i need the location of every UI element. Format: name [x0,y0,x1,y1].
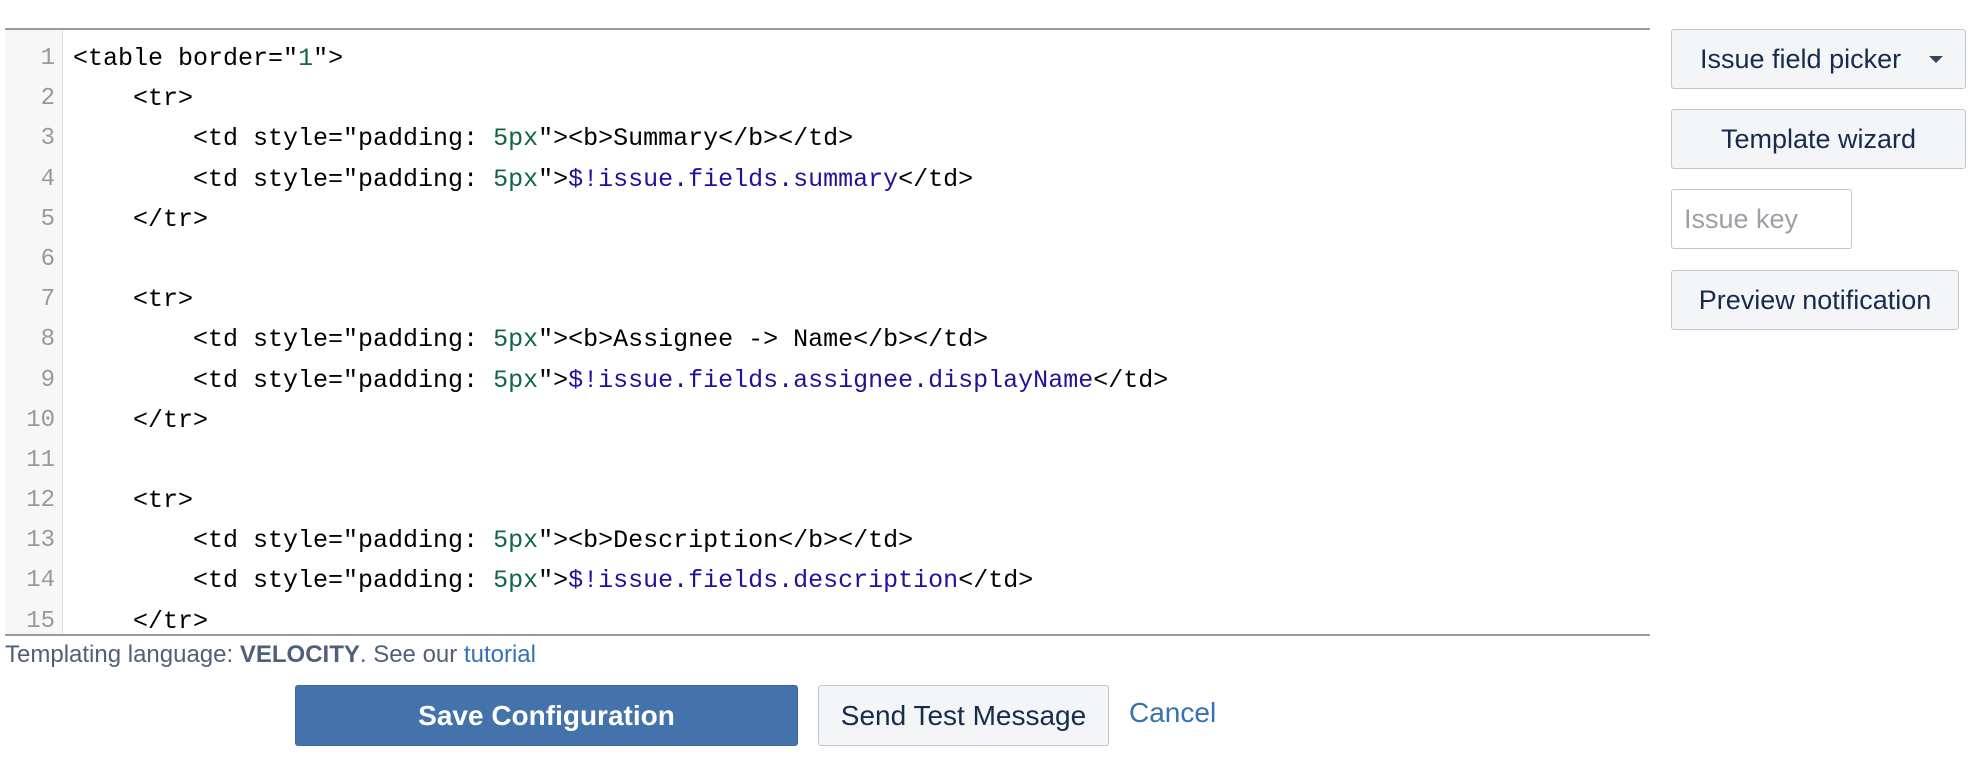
code-token: 1 [298,44,314,73]
template-wizard-button[interactable]: Template wizard [1671,109,1966,169]
code-token: 5px [493,164,539,194]
code-token: 5px [493,124,539,154]
code-line[interactable]: 7 <tr> [5,280,1650,320]
code-token: 5px [493,526,539,556]
issue-field-picker-button[interactable]: Issue field picker [1671,29,1966,89]
line-number: 4 [40,165,55,193]
line-code: <td style="padding: 5px"><b>Assignee -> … [73,320,988,360]
line-number: 15 [26,607,55,635]
line-code: <tr> [73,79,193,119]
code-line[interactable]: 15 </tr> [5,602,1650,636]
send-test-message-button[interactable]: Send Test Message [818,685,1109,746]
code-token: </td> [1093,365,1169,395]
line-number: 6 [40,245,55,273]
line-number: 3 [40,125,55,153]
code-line[interactable]: 1<table border="1"> [5,39,1650,79]
code-token: "> [538,566,569,596]
code-token: </tr> [73,606,209,636]
code-line[interactable]: 5 </tr> [5,200,1650,240]
line-number: 10 [26,406,55,434]
line-number: 2 [40,85,55,113]
line-code: <table border="1"> [73,39,343,79]
line-code: <td style="padding: 5px">$!issue.fields.… [73,561,1033,601]
line-number: 11 [26,446,55,474]
line-number: 13 [26,527,55,555]
code-token: 5px [493,566,539,596]
code-token: </tr> [73,405,209,435]
code-line[interactable]: 10 </tr> [5,401,1650,441]
line-number-gutter [5,30,63,634]
template-code-editor[interactable]: 1<table border="1">2 <tr>3 <td style="pa… [5,28,1650,636]
line-code: </tr> [73,200,208,240]
code-token: </tr> [73,204,209,234]
code-line[interactable]: 6 [5,240,1650,280]
templating-language-name: VELOCITY [239,641,360,668]
code-token: "> [538,164,569,194]
code-line[interactable]: 9 <td style="padding: 5px">$!issue.field… [5,361,1650,401]
issue-key-input[interactable] [1671,189,1852,249]
code-line[interactable]: 3 <td style="padding: 5px"><b>Summary</b… [5,119,1650,159]
code-token: "> [538,365,569,395]
code-token: $!issue.fields.summary [568,164,899,194]
line-code: <tr> [73,280,193,320]
line-code: <td style="padding: 5px"><b>Summary</b><… [73,119,853,159]
line-code: <td style="padding: 5px">$!issue.fields.… [73,361,1168,401]
line-code: </tr> [73,401,208,441]
tutorial-link[interactable]: tutorial [463,641,536,668]
line-number: 7 [40,286,55,314]
code-token: </td> [958,566,1034,596]
line-number: 9 [40,366,55,394]
code-token: " [283,44,299,73]
code-token: "><b>Assignee -> Name</b></td> [538,325,989,355]
line-code: </tr> [73,602,209,636]
code-token: 5px [493,365,539,395]
line-code: <td style="padding: 5px">$!issue.fields.… [73,160,973,200]
code-line[interactable]: 2 <tr> [5,79,1650,119]
line-number: 8 [40,326,55,354]
code-token: $!issue.fields.description [568,566,959,596]
code-token: <td style="padding: [73,365,494,395]
chevron-down-icon [1929,56,1943,63]
line-number: 14 [26,567,55,595]
code-line[interactable]: 14 <td style="padding: 5px">$!issue.fiel… [5,561,1650,601]
cancel-link[interactable]: Cancel [1129,697,1217,728]
templating-prefix: Templating language: [5,641,240,668]
code-token: "> [313,44,344,73]
line-code: <td style="padding: 5px"><b>Description<… [73,521,913,561]
code-token: <tr> [73,84,194,114]
code-token: <tr> [73,285,194,315]
code-token: "><b>Summary</b></td> [538,124,854,154]
code-token: <td style="padding: [73,164,494,194]
code-token: "><b>Description</b></td> [538,526,914,556]
save-configuration-button[interactable]: Save Configuration [295,685,798,746]
code-token: <tr> [73,486,194,516]
code-token: $!issue.fields.assignee.displayName [568,365,1094,395]
code-token: <table border= [73,44,284,73]
line-number: 1 [40,45,55,72]
code-line[interactable]: 8 <td style="padding: 5px"><b>Assignee -… [5,320,1650,360]
preview-notification-button[interactable]: Preview notification [1671,270,1959,330]
code-token: <td style="padding: [73,124,494,154]
code-token: <td style="padding: [73,566,494,596]
line-number: 5 [40,205,55,233]
code-lines: 1<table border="1">2 <tr>3 <td style="pa… [5,39,1650,636]
code-token: <td style="padding: [73,526,494,556]
issue-field-picker-label: Issue field picker [1700,43,1902,74]
line-code: <tr> [73,481,193,521]
code-line[interactable]: 12 <tr> [5,481,1650,521]
code-token: 5px [493,325,539,355]
templating-language-info: Templating language: VELOCITY. See our t… [5,641,536,669]
code-token: </td> [898,164,974,194]
code-line[interactable]: 4 <td style="padding: 5px">$!issue.field… [5,160,1650,200]
code-line[interactable]: 11 [5,441,1650,481]
templating-middle-text: . See our [359,641,464,668]
code-token: <td style="padding: [73,325,494,355]
line-number: 12 [26,487,55,515]
code-line[interactable]: 13 <td style="padding: 5px"><b>Descripti… [5,521,1650,561]
